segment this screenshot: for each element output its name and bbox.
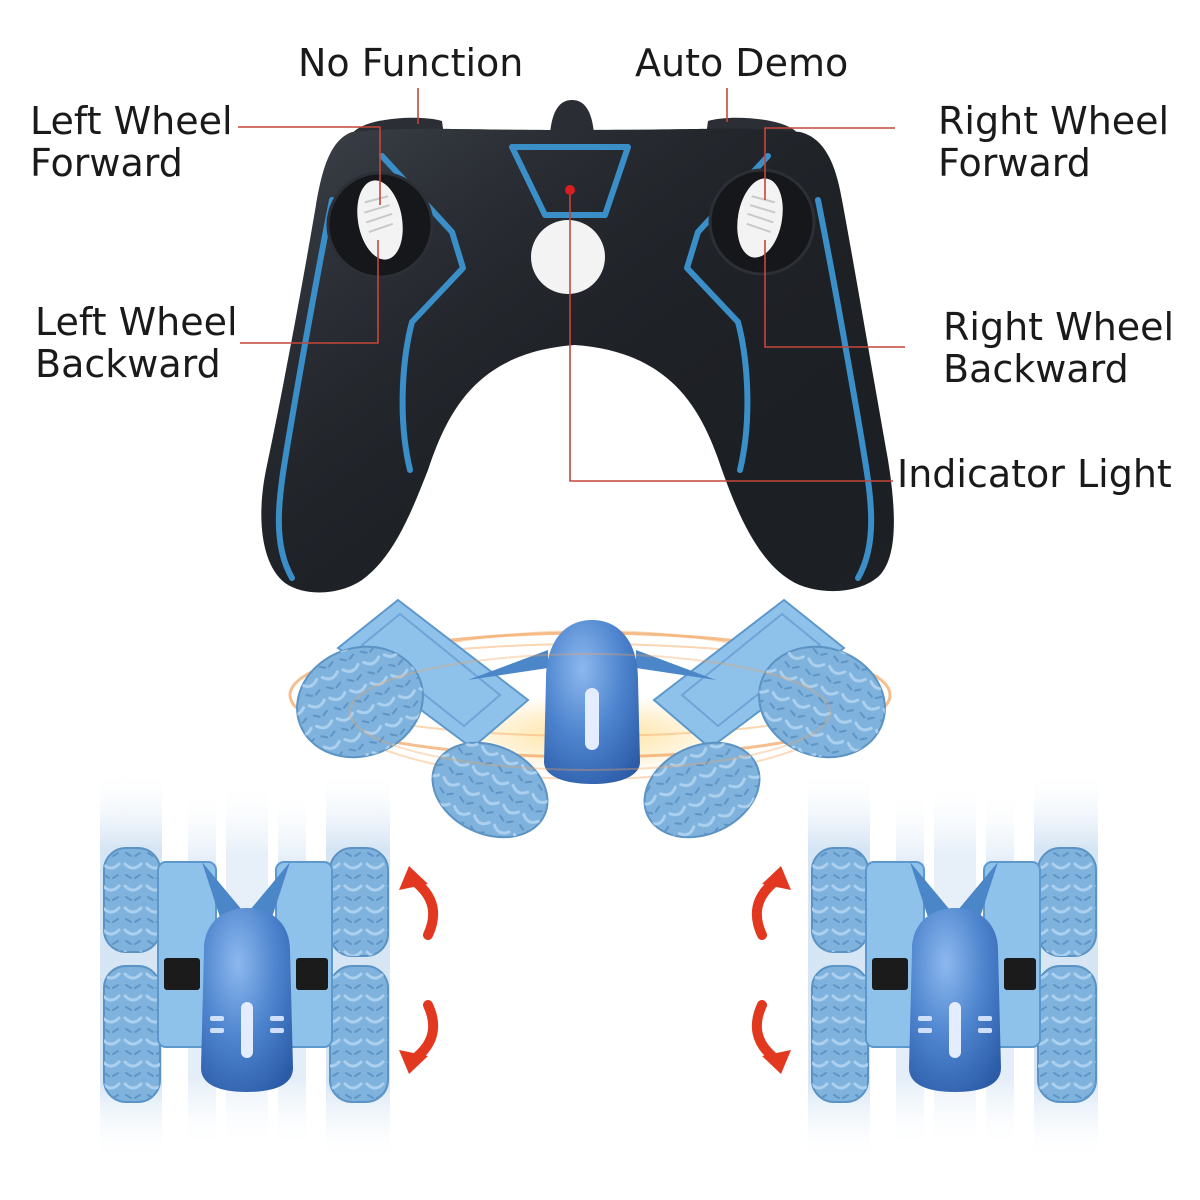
leader-line-left-wheel-forward bbox=[238, 126, 381, 205]
left-wheel-forward-label: Left Wheel Forward bbox=[30, 100, 233, 184]
car-arm-groove bbox=[360, 612, 502, 728]
auto-demo-label: Auto Demo bbox=[635, 41, 849, 85]
center-button bbox=[531, 220, 605, 294]
leader-line-indicator-light bbox=[569, 195, 893, 482]
stick-grip-lines bbox=[364, 195, 394, 234]
curved-arrow-up-icon bbox=[751, 866, 791, 940]
label-line: Forward bbox=[938, 141, 1091, 185]
remote-controller bbox=[261, 100, 894, 593]
left-joystick bbox=[326, 171, 434, 279]
curved-arrow-up-icon bbox=[399, 866, 439, 940]
left-wheel-backward-label: Left Wheel Backward bbox=[35, 301, 238, 385]
accent-stripe bbox=[379, 153, 466, 473]
indicator-led bbox=[565, 185, 575, 195]
curved-arrow-down-icon bbox=[751, 1000, 791, 1074]
right-flipping-car bbox=[807, 769, 1099, 1161]
tire-tread bbox=[297, 646, 423, 758]
label-line: Backward bbox=[35, 342, 221, 386]
label-line: Right Wheel bbox=[943, 305, 1175, 349]
label-line: Forward bbox=[30, 141, 183, 185]
fin bbox=[636, 650, 716, 680]
right-car-arrows bbox=[751, 866, 791, 1074]
leader-line-right-wheel-backward bbox=[764, 240, 905, 348]
tire-tread bbox=[432, 742, 548, 838]
accent-stripe bbox=[509, 144, 631, 218]
tire-tread bbox=[644, 742, 760, 838]
tire-tread bbox=[759, 646, 885, 758]
leader-lines bbox=[238, 88, 905, 482]
left-car-arrows bbox=[399, 866, 439, 1074]
label-line: Backward bbox=[943, 347, 1129, 391]
accent-stripe bbox=[684, 153, 771, 473]
label-line: Right Wheel bbox=[938, 99, 1170, 143]
stick-grip-lines bbox=[746, 195, 776, 234]
spinning-car bbox=[288, 598, 892, 839]
joystick-stick bbox=[357, 180, 403, 260]
fin bbox=[468, 650, 548, 680]
right-joystick bbox=[708, 168, 816, 276]
right-wheel-forward-label: Right Wheel Forward bbox=[938, 100, 1169, 184]
right-wheel-backward-label: Right Wheel Backward bbox=[943, 306, 1174, 390]
accent-stripe bbox=[815, 197, 875, 581]
leader-line-right-wheel-forward bbox=[764, 127, 895, 200]
accent-stripe bbox=[275, 197, 335, 581]
car-arm-groove bbox=[680, 612, 822, 728]
label-line: Left Wheel bbox=[35, 300, 238, 344]
headlight-slot bbox=[585, 688, 599, 750]
curved-arrow-down-icon bbox=[399, 1000, 439, 1074]
antenna bbox=[550, 100, 594, 134]
label-line: Left Wheel bbox=[30, 99, 233, 143]
left-flipping-car bbox=[99, 769, 391, 1161]
leader-line-left-wheel-backward bbox=[240, 240, 379, 344]
no-function-label: No Function bbox=[298, 41, 524, 85]
indicator-light-label: Indicator Light bbox=[897, 452, 1172, 496]
spin-ring-front bbox=[349, 653, 831, 771]
